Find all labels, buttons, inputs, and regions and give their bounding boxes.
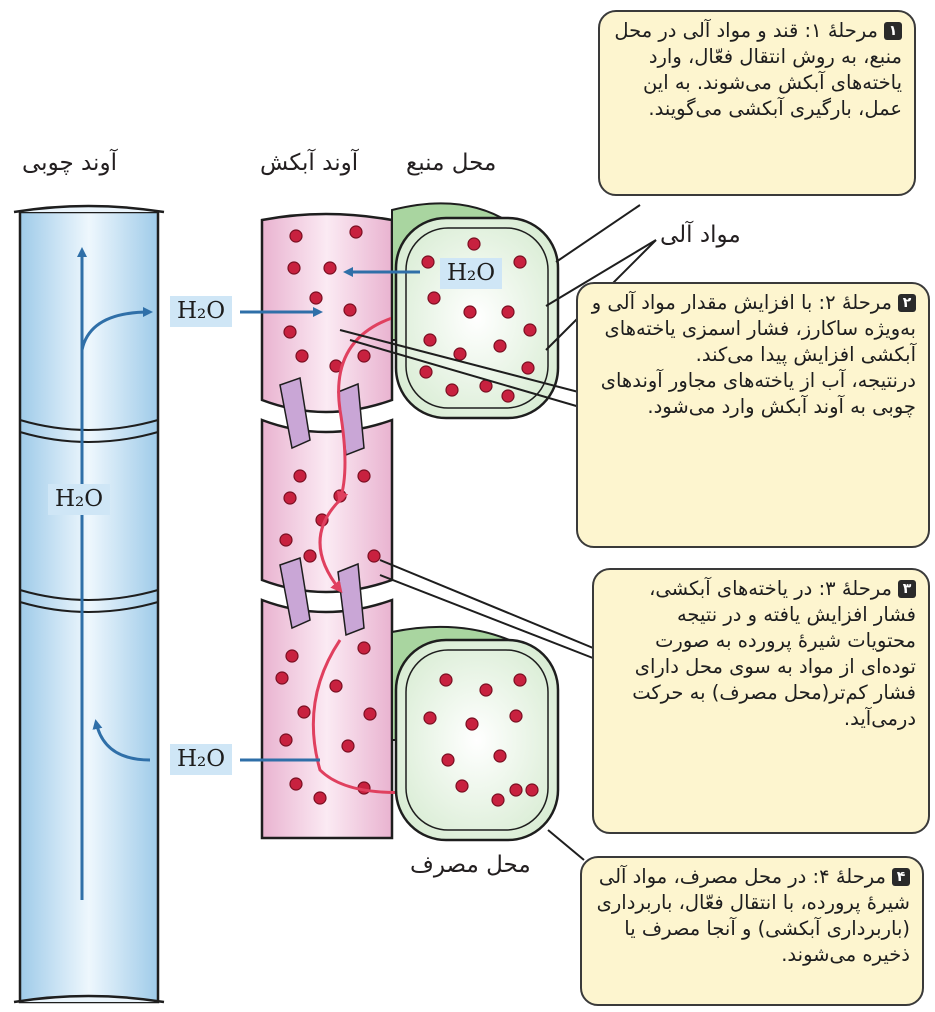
h2o-tag-upper: H₂O <box>170 296 232 327</box>
step-2-box: ۲مرحلهٔ ۲: با افزایش مقدار مواد آلی و به… <box>576 282 930 548</box>
step-1-text: مرحلهٔ ۱: قند و مواد آلی در محل منبع، به… <box>614 19 902 120</box>
step-2-text-cont: درنتیجه، آب از یاخته‌های مجاور آوندهای چ… <box>590 368 916 420</box>
h2o-tag-xylem: H₂O <box>48 484 110 515</box>
step-3-box: ۳مرحلهٔ ۳: در یاخته‌های آبکشی، فشار افزا… <box>592 568 930 834</box>
sink-label: محل مصرف <box>410 852 531 878</box>
xylem-label: آوند چوبی <box>22 150 117 176</box>
step-3-badge: ۳ <box>898 580 916 598</box>
step-3-text: مرحلهٔ ۳: در یاخته‌های آبکشی، فشار افزای… <box>632 577 916 730</box>
h2o-tag-lower: H₂O <box>170 744 232 775</box>
step-4-badge: ۴ <box>892 868 910 886</box>
phloem-label: آوند آبکش <box>260 150 358 176</box>
h2o-tag-source: H₂O <box>440 258 502 289</box>
step-4-box: ۴مرحلهٔ ۴: در محل مصرف، مواد آلی شیرهٔ پ… <box>580 856 924 1006</box>
step-4-text: مرحلهٔ ۴: در محل مصرف، مواد آلی شیرهٔ پر… <box>597 865 910 966</box>
step-1-badge: ۱ <box>884 22 902 40</box>
source-label: محل منبع <box>406 150 496 176</box>
xylem-vessel <box>14 206 164 1002</box>
step-2-text: مرحلهٔ ۲: با افزایش مقدار مواد آلی و به‌… <box>592 291 916 366</box>
step-2-badge: ۲ <box>898 294 916 312</box>
step-1-box: ۱مرحلهٔ ۱: قند و مواد آلی در محل منبع، ب… <box>598 10 916 196</box>
sink-cells <box>392 627 558 840</box>
organic-matter-label: مواد آلی <box>660 222 741 248</box>
